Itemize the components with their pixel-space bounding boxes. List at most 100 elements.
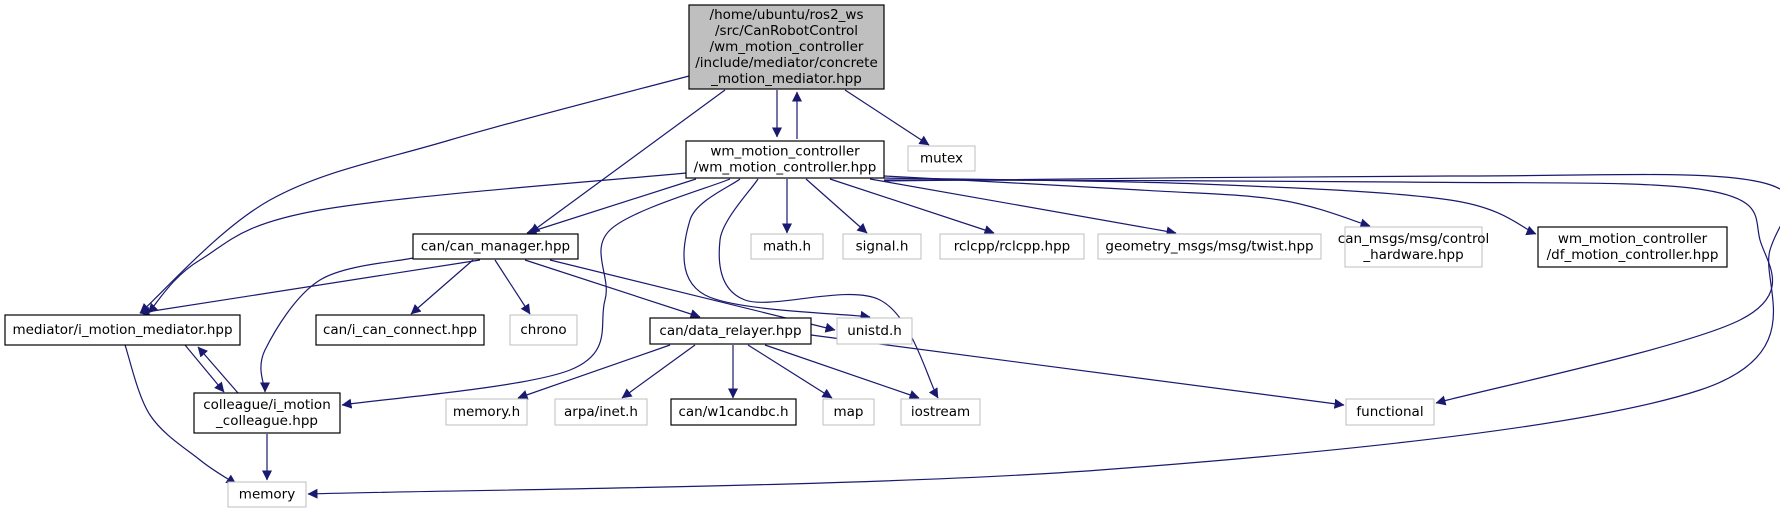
node-box — [907, 145, 976, 172]
edge-relayer-to-memh — [517, 344, 671, 400]
node-mutex: mutex — [907, 145, 976, 172]
node-box — [900, 398, 981, 426]
node-chrono: chrono — [509, 314, 578, 346]
edge-wm-to-signal — [805, 178, 868, 234]
node-label-line: _hardware.hpp — [1362, 247, 1463, 263]
node-box — [750, 233, 824, 260]
node-imed[interactable]: mediator/i_motion_mediator.hpp — [4, 314, 241, 346]
node-can_mgr[interactable]: can/can_manager.hpp — [412, 233, 579, 260]
edges-layer — [124, 75, 1780, 499]
node-arpa: arpa/inet.h — [554, 398, 648, 426]
node-w1can[interactable]: can/w1candbc.h — [670, 398, 797, 426]
edge-can_mgr-to-relayer — [524, 259, 701, 319]
node-wm[interactable]: wm_motion_controller/wm_motion_controlle… — [685, 140, 885, 179]
node-memh: memory.h — [445, 398, 528, 426]
node-label-line: /src/CanRobotControl — [715, 23, 858, 39]
node-relayer[interactable]: can/data_relayer.hpp — [649, 317, 812, 345]
node-box — [445, 398, 528, 426]
edge-relayer-to-iostream — [764, 344, 920, 400]
node-label-line: signal.h — [856, 239, 909, 255]
node-label-line: arpa/inet.h — [564, 404, 638, 420]
node-box — [836, 317, 913, 345]
node-label-line: chrono — [520, 322, 566, 338]
edge-wm-to-canmsgs — [883, 175, 1371, 229]
edge-can_mgr-to-icanconn — [410, 259, 474, 315]
node-label-line: memory — [239, 487, 295, 503]
node-iostream: iostream — [900, 398, 981, 426]
node-label-line: mediator/i_motion_mediator.hpp — [12, 322, 232, 338]
node-signal: signal.h — [842, 233, 922, 260]
node-label-line: can_msgs/msg/control — [1338, 231, 1489, 247]
node-box — [4, 314, 241, 346]
node-label-line: /df_motion_controller.hpp — [1547, 247, 1719, 263]
node-root[interactable]: /home/ubuntu/ros2_ws/src/CanRobotControl… — [688, 4, 885, 90]
node-box — [1344, 226, 1483, 268]
edge-wm-to-iostream — [718, 178, 939, 399]
node-label-line: /home/ubuntu/ros2_ws — [710, 7, 864, 23]
edge-relayer-to-functional — [810, 334, 1345, 409]
node-label-line: _colleague.hpp — [215, 413, 318, 429]
node-box — [649, 317, 812, 345]
node-label-line: can/i_can_connect.hpp — [323, 322, 477, 338]
node-functional: functional — [1345, 398, 1435, 426]
node-label-line: mutex — [920, 151, 963, 167]
node-box — [412, 233, 579, 260]
node-box — [688, 4, 885, 90]
node-label-line: wm_motion_controller — [710, 144, 860, 160]
node-label-line: geometry_msgs/msg/twist.hpp — [1105, 239, 1313, 255]
node-box — [1097, 233, 1322, 260]
edge-can_mgr-to-imed — [139, 259, 481, 317]
node-label-line: rclcpp/rclcpp.hpp — [954, 239, 1071, 255]
node-box — [670, 398, 797, 426]
node-label-line: unistd.h — [847, 323, 902, 339]
node-box — [227, 481, 307, 508]
node-geom: geometry_msgs/msg/twist.hpp — [1097, 233, 1322, 260]
node-label-line: can/can_manager.hpp — [421, 239, 570, 255]
node-icanconn[interactable]: can/i_can_connect.hpp — [315, 314, 485, 346]
node-label-line: /include/mediator/concrete — [695, 55, 878, 71]
node-box — [685, 140, 885, 179]
edge-relayer-to-arpa — [621, 344, 696, 399]
node-box — [509, 314, 578, 346]
node-label-line: math.h — [763, 239, 811, 255]
node-label-line: functional — [1356, 404, 1423, 420]
node-box — [842, 233, 922, 260]
edge-wm-to-can_mgr — [526, 178, 697, 235]
edge-root-to-mutex — [844, 89, 930, 146]
edge-imed-to-colleague — [184, 344, 225, 393]
node-colleague[interactable]: colleague/i_motion_colleague.hpp — [193, 392, 341, 434]
edge-wm-to-memory — [307, 173, 1780, 499]
node-map: map — [822, 398, 875, 426]
node-canmsgs: can_msgs/msg/control_hardware.hpp — [1338, 226, 1489, 268]
node-box — [1345, 398, 1435, 426]
node-math: math.h — [750, 233, 824, 260]
node-rclcpp: rclcpp/rclcpp.hpp — [939, 233, 1085, 260]
node-label-line: iostream — [911, 404, 970, 420]
node-label-line: /wm_motion_controller — [710, 39, 864, 55]
node-df[interactable]: wm_motion_controller/df_motion_controlle… — [1537, 226, 1728, 268]
edge-imed-to-memory — [124, 344, 237, 485]
node-label-line: wm_motion_controller — [1558, 231, 1708, 247]
node-box — [193, 392, 341, 434]
edge-wm-to-df — [883, 177, 1537, 236]
edge-wm-to-functional — [883, 179, 1774, 406]
node-box — [822, 398, 875, 426]
edge-can_mgr-to-chrono — [494, 259, 531, 315]
node-memory: memory — [227, 481, 307, 508]
edge-wm-to-colleague — [341, 178, 731, 409]
node-label-line: map — [834, 404, 864, 420]
edge-wm-to-rclcpp — [829, 178, 995, 235]
edge-root-to-can_mgr — [529, 89, 726, 234]
node-label-line: can/w1candbc.h — [678, 404, 788, 420]
node-box — [939, 233, 1085, 260]
node-label-line: can/data_relayer.hpp — [659, 323, 801, 339]
edge-root-to-imed — [139, 75, 690, 314]
edge-relayer-to-map — [747, 344, 833, 399]
node-label-line: colleague/i_motion — [203, 397, 331, 413]
edge-wm-to-geom — [869, 178, 1177, 237]
node-box — [315, 314, 485, 346]
edge-wm-to-imed — [147, 172, 687, 314]
node-label-line: _motion_mediator.hpp — [710, 71, 862, 87]
node-unistd: unistd.h — [836, 317, 913, 345]
